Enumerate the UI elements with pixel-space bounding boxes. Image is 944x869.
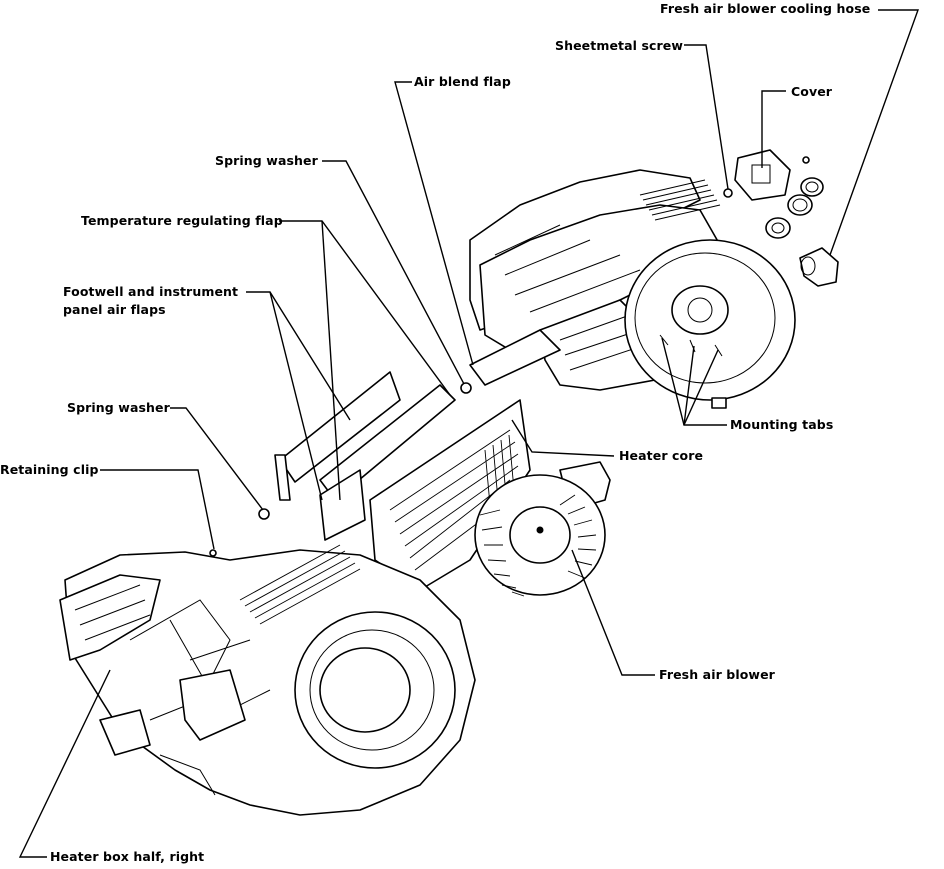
seal-rings: [765, 177, 824, 239]
label-temperature-regulating-flap: Temperature regulating flap: [81, 213, 283, 228]
label-mounting-tabs: Mounting tabs: [730, 417, 834, 432]
cover-part: [734, 149, 791, 201]
temperature-flap-part: [319, 382, 472, 541]
label-heater-core: Heater core: [619, 448, 704, 463]
heater-core-part: [369, 399, 531, 591]
label-fresh-air-blower-cooling-hose: Fresh air blower cooling hose: [660, 1, 871, 16]
label-spring-washer-top: Spring washer: [215, 153, 318, 168]
air-blend-flap-part: [469, 329, 561, 386]
label-footwell-flaps-line1: Footwell and instrument: [63, 284, 239, 299]
label-fresh-air-blower: Fresh air blower: [659, 667, 775, 682]
heater-box-half-left-part: [469, 169, 796, 409]
label-cover: Cover: [791, 84, 833, 99]
label-footwell-flaps-line2: panel air flaps: [63, 302, 166, 317]
label-air-blend-flap: Air blend flap: [414, 74, 511, 89]
heater-box-half-right-part: [59, 544, 476, 816]
label-heater-box-half-right: Heater box half, right: [50, 849, 205, 864]
sheetmetal-screw-part: [723, 156, 810, 198]
fresh-air-blower-part: [474, 461, 611, 597]
label-sheetmetal-screw: Sheetmetal screw: [555, 38, 684, 53]
leader-lines: [18, 9, 919, 858]
label-retaining-clip: Retaining clip: [0, 462, 99, 477]
cooling-hose-part: [799, 247, 839, 287]
label-spring-washer-left: Spring washer: [67, 400, 170, 415]
